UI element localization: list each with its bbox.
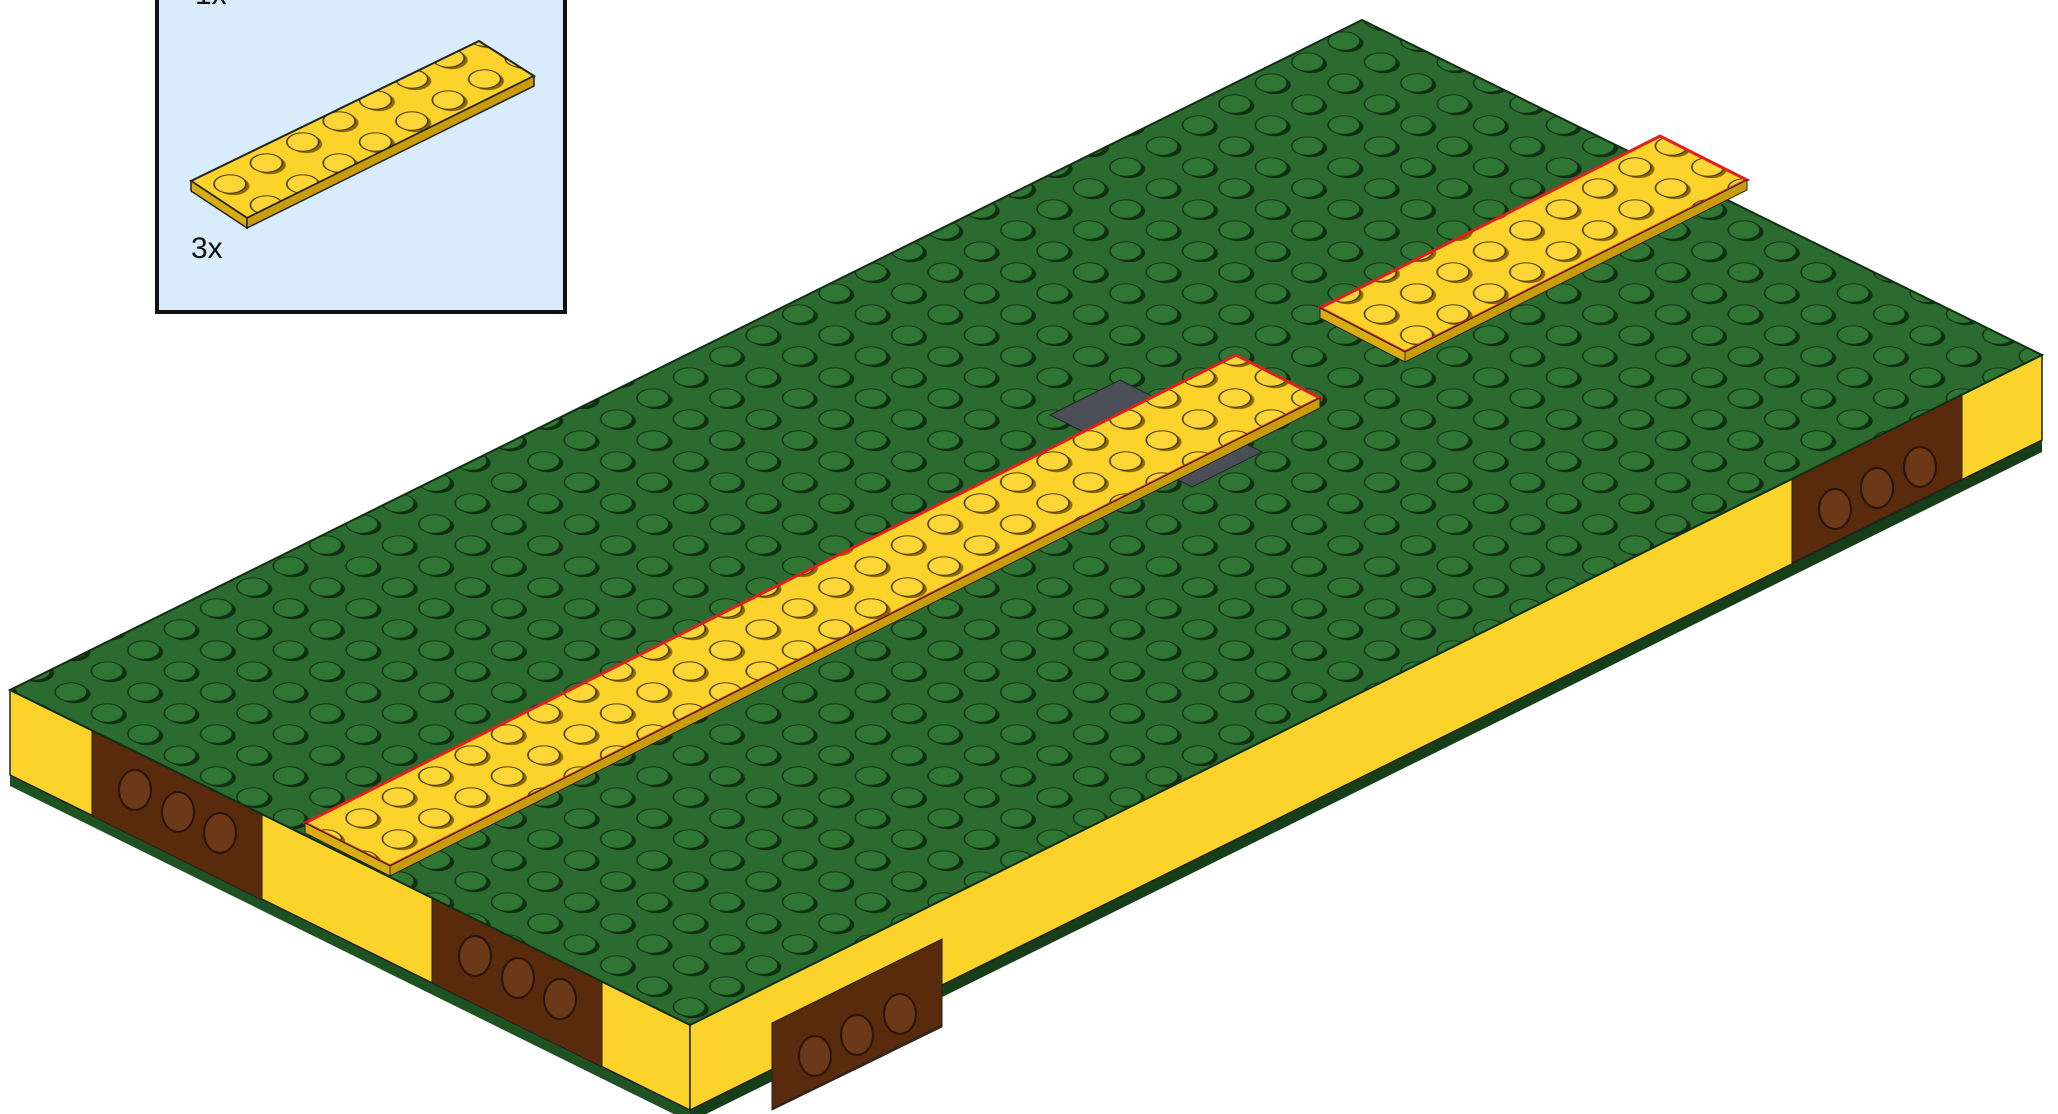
yellow-2x8-plate-icon: [191, 41, 534, 228]
top-quantity-label: 1x: [195, 0, 227, 10]
parts-callout-box: 1x 3x: [155, 0, 567, 314]
part-quantity-label: 3x: [191, 234, 223, 264]
